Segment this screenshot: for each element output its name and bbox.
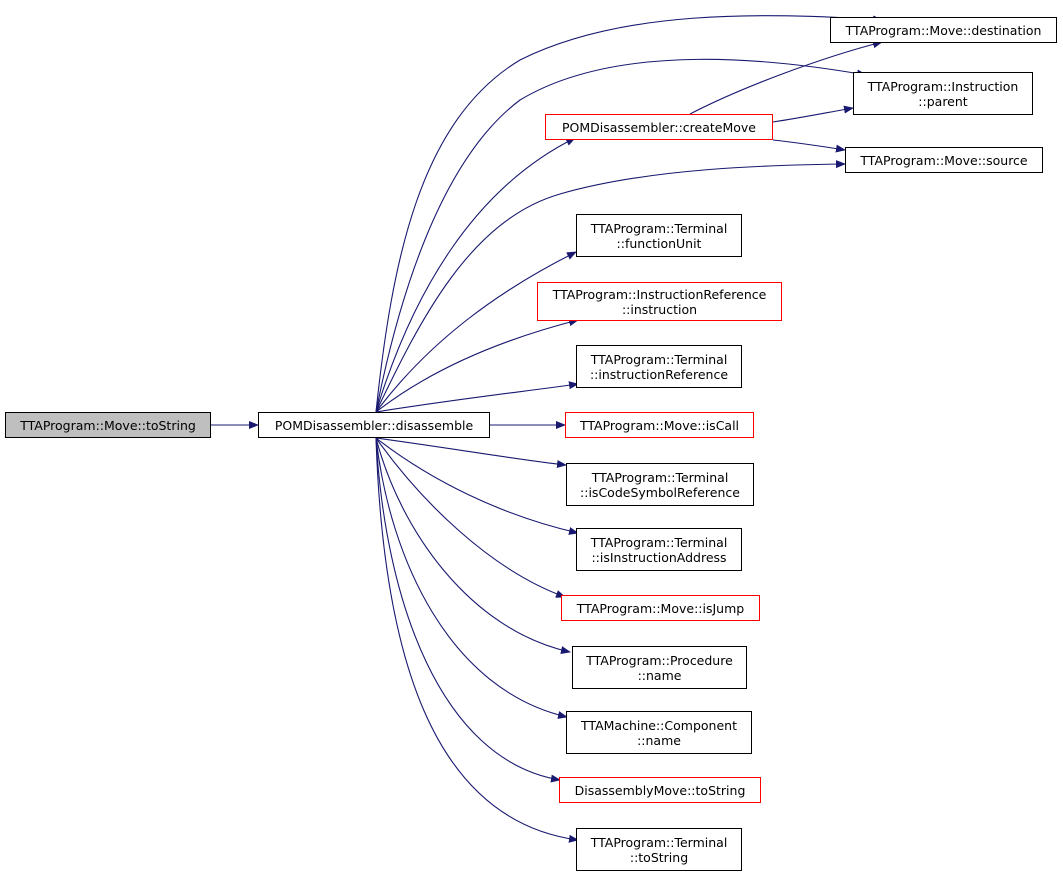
- node-terminal-instructionreference[interactable]: TTAProgram::Terminal ::instructionRefere…: [576, 345, 742, 388]
- edge-disassemble-to-functionUnit: [375, 251, 577, 413]
- node-label: ::isCodeSymbolReference: [580, 484, 740, 500]
- edge-disassemble-to-createMove: [375, 137, 576, 413]
- node-label: POMDisassembler::disassemble: [274, 417, 474, 433]
- edge-disassemble-to-isJump: [375, 437, 566, 598]
- edge-disassemble-to-destination: [375, 15, 883, 413]
- node-label: ::toString: [629, 849, 689, 865]
- node-label: TTAProgram::Terminal: [591, 469, 729, 485]
- node-root-move-tostring[interactable]: TTAProgram::Move::toString: [5, 412, 211, 438]
- node-terminal-functionunit[interactable]: TTAProgram::Terminal ::functionUnit: [576, 214, 742, 257]
- node-terminal-tostring[interactable]: TTAProgram::Terminal ::toString: [576, 828, 742, 871]
- edge-createMove-to-parent: [772, 105, 854, 123]
- node-label: TTAProgram::Procedure: [586, 652, 733, 668]
- node-label: TTAProgram::InstructionReference: [552, 286, 767, 302]
- node-disassemblymove-tostring[interactable]: DisassemblyMove::toString: [559, 777, 761, 803]
- edge-disassemble-to-isInstructionAddress: [375, 437, 579, 535]
- edge-createMove-to-source: [772, 139, 846, 153]
- node-label: TTAProgram::Move::isCall: [579, 417, 740, 433]
- node-move-source[interactable]: TTAProgram::Move::source: [845, 147, 1043, 173]
- edge-disassemble-to-parent: [375, 58, 867, 413]
- node-terminal-iscodesymbolreference[interactable]: TTAProgram::Terminal ::isCodeSymbolRefer…: [566, 463, 754, 506]
- edge-disassemble-to-compName: [375, 437, 568, 719]
- node-label: ::isInstructionAddress: [591, 549, 727, 565]
- node-label: TTAMachine::Component: [581, 717, 737, 733]
- node-label: ::functionUnit: [616, 235, 702, 251]
- node-label: TTAProgram::Terminal: [590, 220, 728, 236]
- node-pomdisassembler-disassemble[interactable]: POMDisassembler::disassemble: [258, 412, 490, 438]
- edge-disassemble-to-instruction: [375, 318, 579, 413]
- edge-disassemble-to-instructionReference: [375, 381, 579, 413]
- node-component-name[interactable]: TTAMachine::Component ::name: [566, 711, 752, 754]
- node-instructionreference-instruction[interactable]: TTAProgram::InstructionReference ::instr…: [537, 282, 782, 321]
- node-label: DisassemblyMove::toString: [574, 782, 746, 798]
- node-pomdisassembler-createmove[interactable]: POMDisassembler::createMove: [545, 114, 773, 140]
- node-label: ::instructionReference: [589, 366, 729, 382]
- node-procedure-name[interactable]: TTAProgram::Procedure ::name: [572, 646, 747, 689]
- node-move-destination[interactable]: TTAProgram::Move::destination: [830, 17, 1057, 43]
- node-label: ::name: [637, 732, 681, 748]
- node-label: TTAProgram::Move::destination: [845, 22, 1042, 38]
- node-move-isjump[interactable]: TTAProgram::Move::isJump: [561, 595, 760, 621]
- node-label: TTAProgram::Move::source: [860, 152, 1028, 168]
- node-label: ::instruction: [621, 301, 698, 317]
- node-label: TTAProgram::Move::isJump: [576, 600, 745, 616]
- node-move-iscall[interactable]: TTAProgram::Move::isCall: [565, 412, 754, 438]
- node-instruction-parent[interactable]: TTAProgram::Instruction ::parent: [853, 72, 1033, 115]
- node-label: TTAProgram::Terminal: [590, 351, 728, 367]
- edge-disassemble-to-procName: [375, 437, 571, 654]
- edge-disassemble-to-isCodeSymbolReference: [375, 437, 567, 469]
- node-label: ::name: [637, 667, 682, 683]
- node-label: TTAProgram::Instruction: [867, 78, 1019, 94]
- node-label: TTAProgram::Terminal: [590, 534, 728, 550]
- node-label: ::parent: [918, 93, 968, 109]
- edge-disassemble-to-source: [375, 160, 846, 413]
- node-label: TTAProgram::Move::toString: [20, 417, 196, 433]
- edge-disassemble-to-termToString: [375, 437, 579, 843]
- node-label: TTAProgram::Terminal: [590, 834, 728, 850]
- edge-createMove-to-destination: [689, 40, 883, 115]
- edge-disassemble-to-dmToString: [375, 437, 561, 783]
- node-terminal-isinstructionaddress[interactable]: TTAProgram::Terminal ::isInstructionAddr…: [576, 528, 742, 571]
- node-label: POMDisassembler::createMove: [562, 119, 756, 135]
